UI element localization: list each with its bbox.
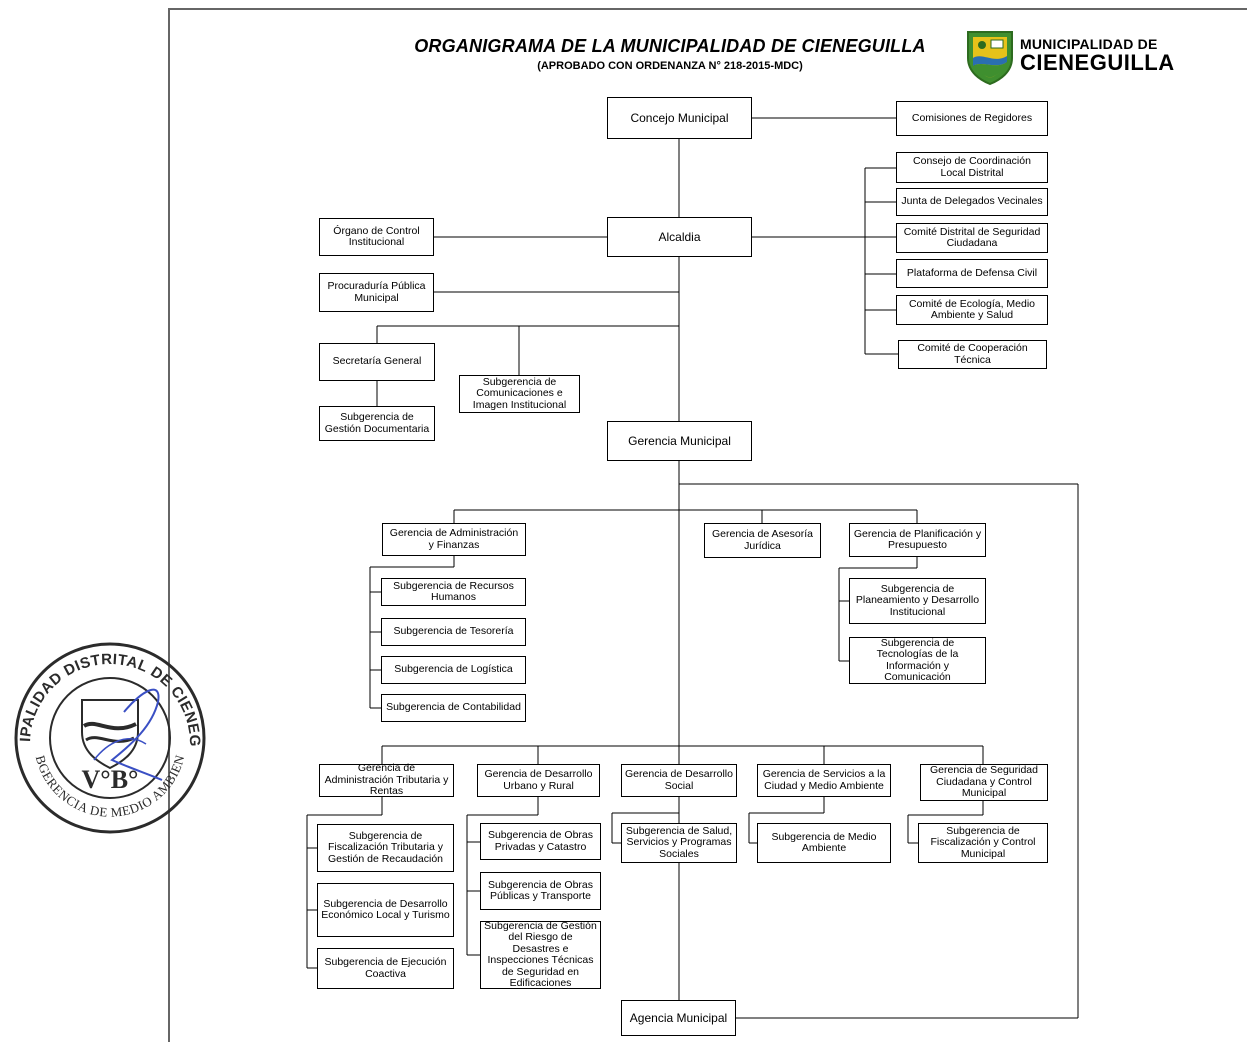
node-ger-asesoria-juridica: Gerencia de Asesoría Jurídica: [704, 523, 821, 558]
node-comisiones-regidores: Comisiones de Regidores: [896, 101, 1048, 136]
node-gerencia-municipal: Gerencia Municipal: [607, 421, 752, 461]
node-comite-ecologia: Comité de Ecología, Medio Ambiente y Sal…: [896, 295, 1048, 325]
node-sub-fiscalizacion-tributaria: Subgerencia de Fiscalización Tributaria …: [317, 824, 454, 872]
node-sub-obras-privadas: Subgerencia de Obras Privadas y Catastro: [480, 823, 601, 860]
node-ger-planificacion: Gerencia de Planificación y Presupuesto: [849, 523, 986, 557]
chart-title: ORGANIGRAMA DE LA MUNICIPALIDAD DE CIENE…: [414, 36, 926, 56]
node-sub-gestion-documentaria: Subgerencia de Gestión Documentaria: [319, 406, 435, 441]
node-sub-desarrollo-economico: Subgerencia de Desarrollo Económico Loca…: [317, 883, 454, 937]
node-sub-recursos-humanos: Subgerencia de Recursos Humanos: [381, 578, 526, 606]
node-sub-comunicaciones: Subgerencia de Comunicaciones e Imagen I…: [459, 375, 580, 413]
node-sub-salud: Subgerencia de Salud, Servicios y Progra…: [621, 823, 737, 863]
node-comite-seguridad: Comité Distrital de Seguridad Ciudadana: [896, 223, 1048, 253]
node-ger-seguridad-ciudadana: Gerencia de Seguridad Ciudadana y Contro…: [920, 764, 1048, 801]
node-concejo-municipal: Concejo Municipal: [607, 97, 752, 139]
node-sub-planeamiento: Subgerencia de Planeamiento y Desarrollo…: [849, 578, 986, 624]
node-alcaldia: Alcaldia: [607, 217, 752, 257]
logo-text-line2: CIENEGUILLA: [1020, 50, 1175, 75]
node-sub-tecnologias: Subgerencia de Tecnologías de la Informa…: [849, 637, 986, 684]
chart-subtitle: (APROBADO CON ORDENANZA N° 218-2015-MDC): [537, 60, 803, 72]
node-organo-control: Órgano de Control Institucional: [319, 218, 434, 256]
node-ger-admin-tributaria: Gerencia de Administración Tributaria y …: [319, 763, 454, 797]
logo-text-line1: MUNICIPALIDAD DE: [1020, 36, 1158, 52]
coat-of-arms-icon: [967, 31, 1013, 86]
node-sub-gestion-riesgo: Subgerencia de Gestión del Riesgo de Des…: [480, 920, 601, 989]
node-ger-desarrollo-social: Gerencia de Desarrollo Social: [621, 764, 737, 797]
svg-text:V°B°: V°B°: [82, 765, 139, 794]
node-sub-tesoreria: Subgerencia de Tesorería: [381, 618, 526, 646]
node-sub-logistica: Subgerencia de Logística: [381, 656, 526, 684]
node-plataforma-defensa-civil: Plataforma de Defensa Civil: [896, 259, 1048, 288]
node-sub-contabilidad: Subgerencia de Contabilidad: [381, 694, 526, 722]
node-sub-medio-ambiente: Subgerencia de Medio Ambiente: [757, 823, 891, 863]
node-agencia-municipal: Agencia Municipal: [621, 1000, 736, 1036]
node-ger-desarrollo-urbano: Gerencia de Desarrollo Urbano y Rural: [477, 764, 600, 797]
node-sub-obras-publicas: Subgerencia de Obras Públicas y Transpor…: [480, 872, 601, 910]
node-ger-admin-finanzas: Gerencia de Administración y Finanzas: [382, 523, 526, 556]
page-border-left: [168, 8, 170, 1042]
node-ger-servicios-ciudad: Gerencia de Servicios a la Ciudad y Medi…: [757, 764, 891, 797]
stamp-arc-text: MUNICIPALIDAD DISTRITAL DE CIENEGUILLA: [12, 640, 203, 747]
node-procuraduria: Procuraduría Pública Municipal: [319, 273, 434, 312]
page-border-top: [168, 8, 1247, 10]
node-secretaria-general: Secretaría General: [319, 343, 435, 381]
node-consejo-coordinacion: Consejo de Coordinación Local Distrital: [896, 152, 1048, 183]
svg-text:MUNICIPALIDAD DISTRITAL DE CIE: MUNICIPALIDAD DISTRITAL DE CIENEGUILLA: [12, 640, 203, 747]
node-junta-delegados: Junta de Delegados Vecinales: [896, 188, 1048, 216]
node-comite-cooperacion: Comité de Cooperación Técnica: [898, 340, 1047, 369]
node-sub-ejecucion-coactiva: Subgerencia de Ejecución Coactiva: [317, 948, 454, 989]
municipality-logo: MUNICIPALIDAD DE CIENEGUILLA: [964, 28, 1184, 86]
node-sub-fiscalizacion-control: Subgerencia de Fiscalización y Control M…: [918, 823, 1048, 863]
official-stamp: V°B° MUNICIPALIDAD DISTRITAL DE CIENEGUI…: [12, 640, 206, 834]
